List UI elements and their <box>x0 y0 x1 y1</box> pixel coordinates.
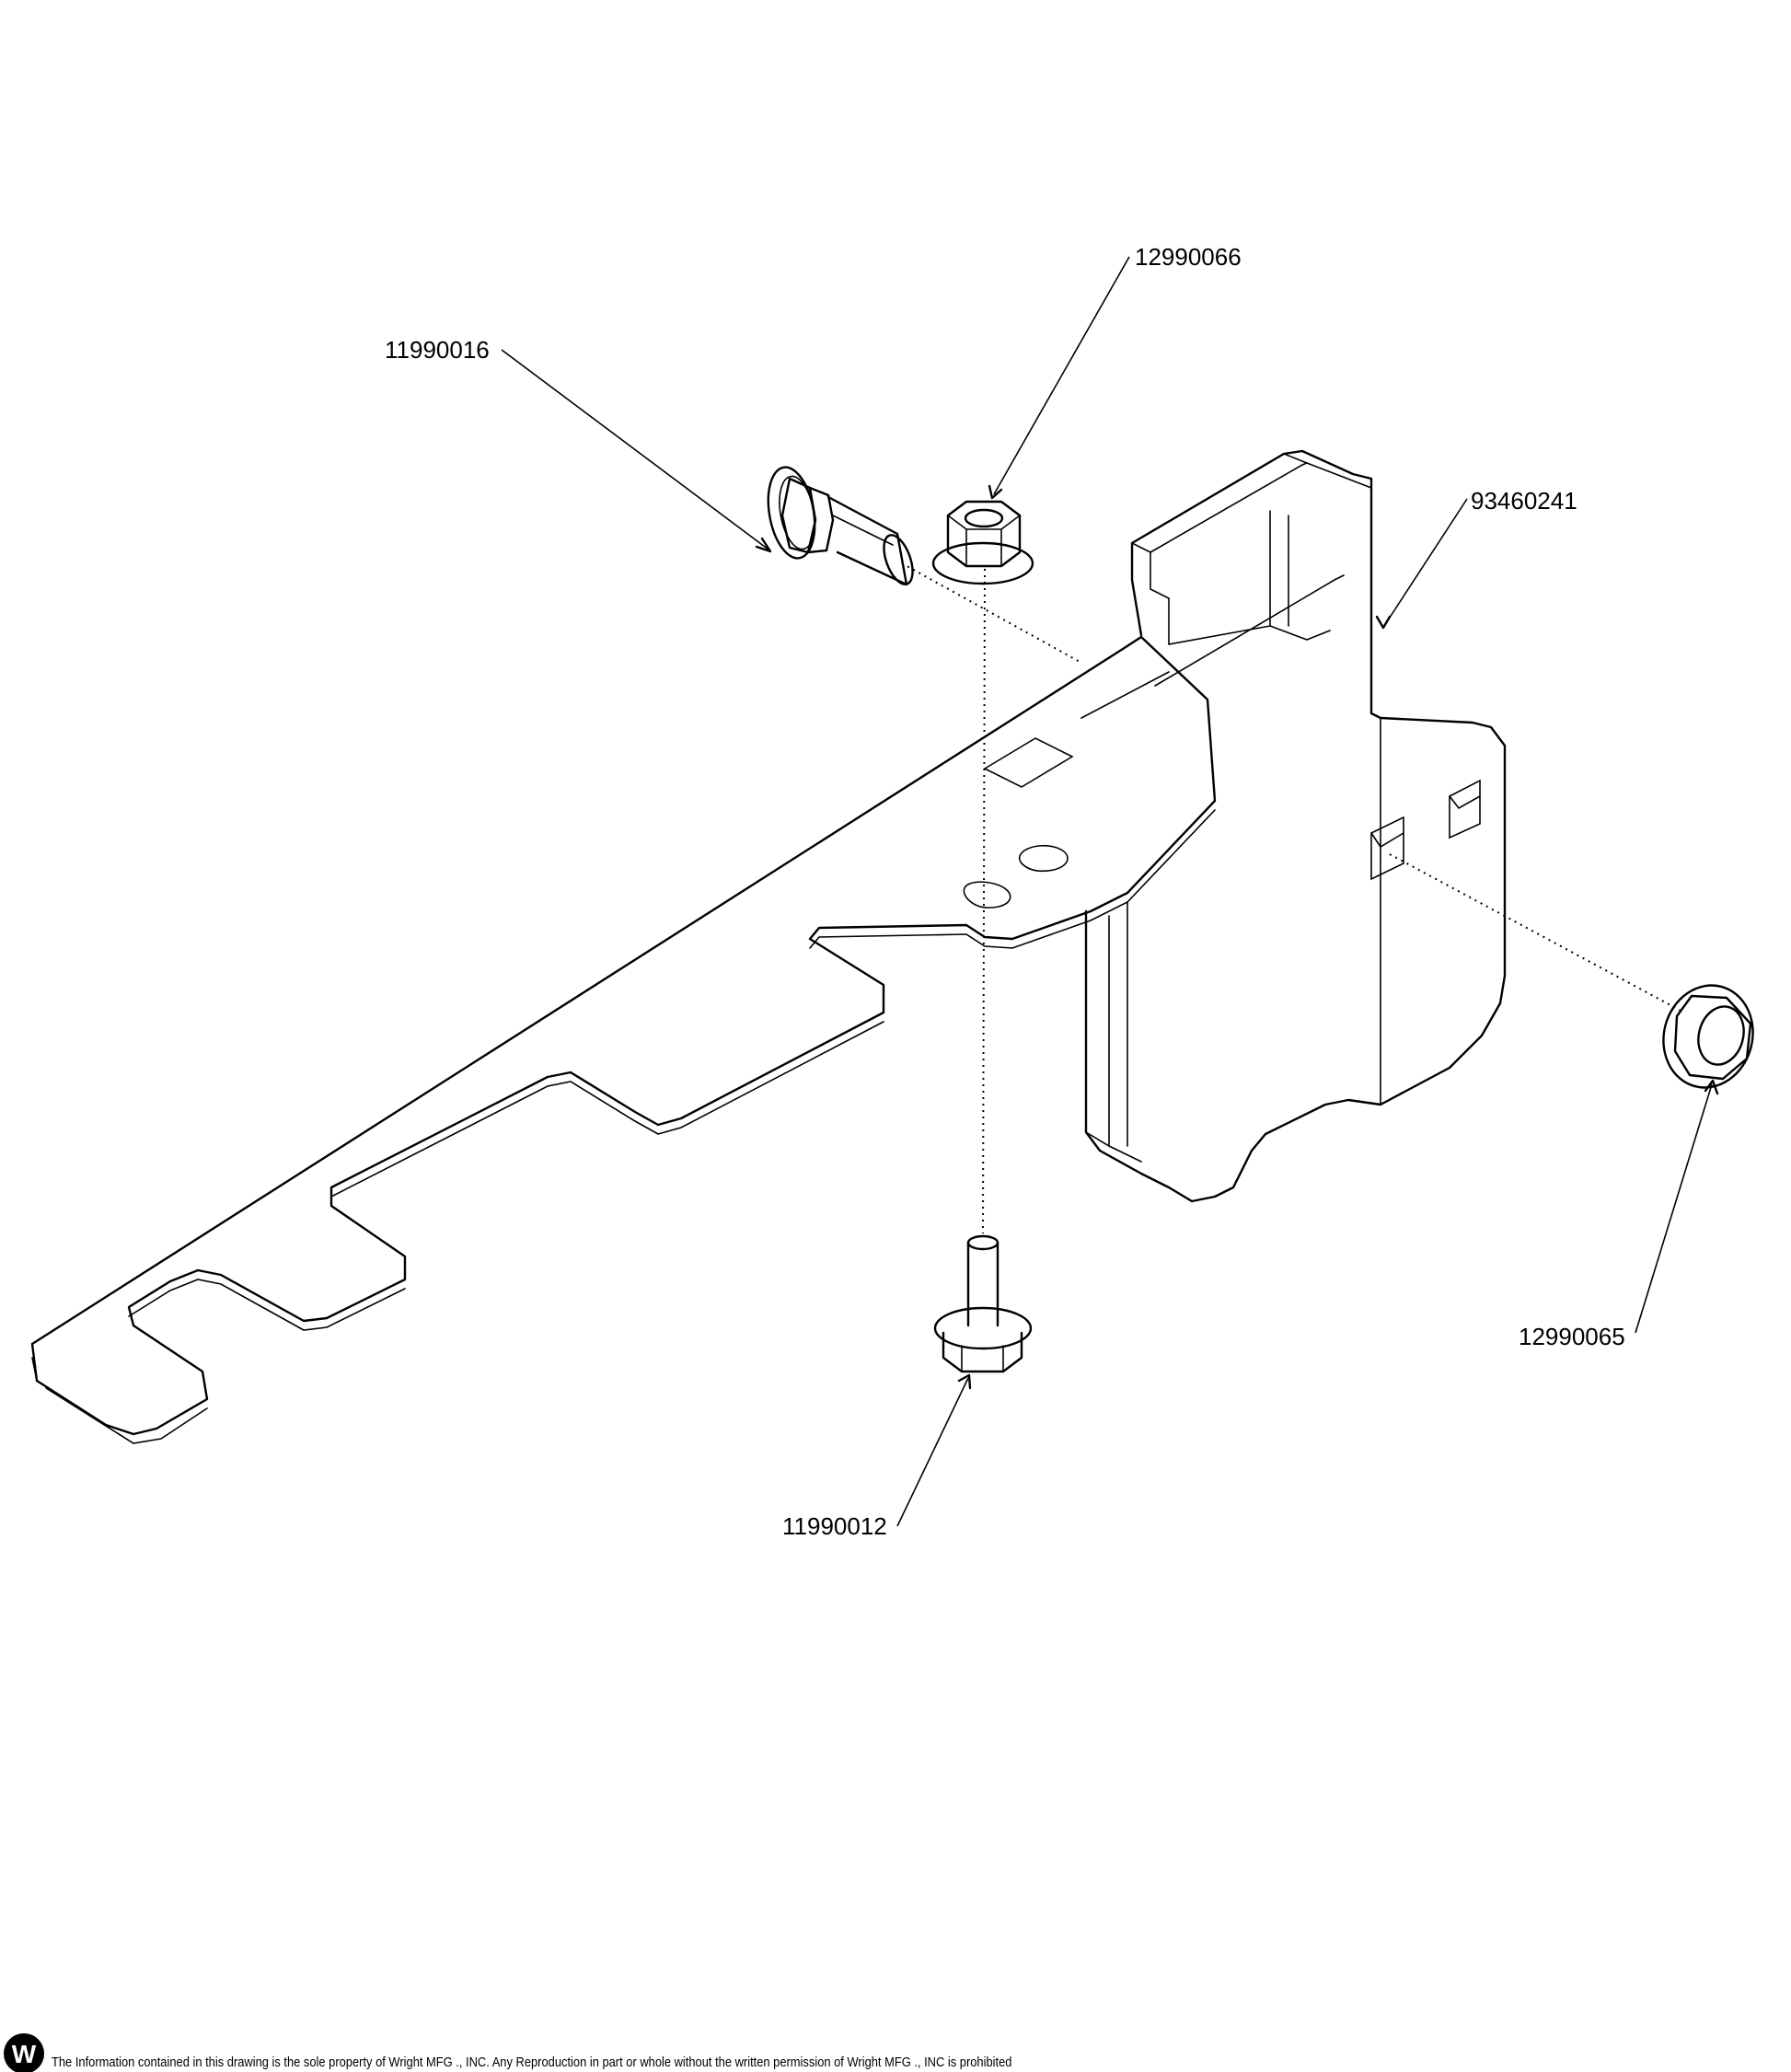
square-hole <box>1449 779 1481 839</box>
bracket-upright <box>1084 449 1507 1203</box>
square-hole <box>983 737 1074 788</box>
bracket-part <box>30 449 1507 1444</box>
square-hole <box>1370 816 1404 881</box>
footer: W The Information contained in this draw… <box>0 2033 1791 2072</box>
callout-11990012: 11990012 <box>782 1512 887 1540</box>
leader-12990065 <box>1635 1083 1713 1334</box>
assembly-line <box>1389 853 1685 1013</box>
assembly-line <box>901 562 1082 664</box>
wright-logo: W <box>4 2033 44 2072</box>
svg-text:W: W <box>12 2040 37 2068</box>
callout-12990066: 12990066 <box>1135 243 1242 271</box>
assembly-line <box>982 568 986 1234</box>
slot <box>1019 845 1069 873</box>
callout-11990016: 11990016 <box>385 336 490 364</box>
leader-11990012 <box>896 1377 969 1527</box>
leader-12990066 <box>993 256 1130 495</box>
copyright-notice: The Information contained in this drawin… <box>52 2055 1012 2070</box>
bracket-arm <box>30 635 1217 1436</box>
leader-11990016 <box>501 349 769 550</box>
slot <box>963 881 1011 909</box>
callout-12990065: 12990065 <box>1519 1323 1625 1350</box>
leader-93460241 <box>1383 498 1468 627</box>
nut-12990066 <box>931 500 1034 585</box>
bolt-11990016 <box>767 466 914 586</box>
callout-93460241: 93460241 <box>1471 487 1577 515</box>
bolt-11990012 <box>933 1234 1033 1373</box>
nut-12990065 <box>1662 984 1754 1089</box>
